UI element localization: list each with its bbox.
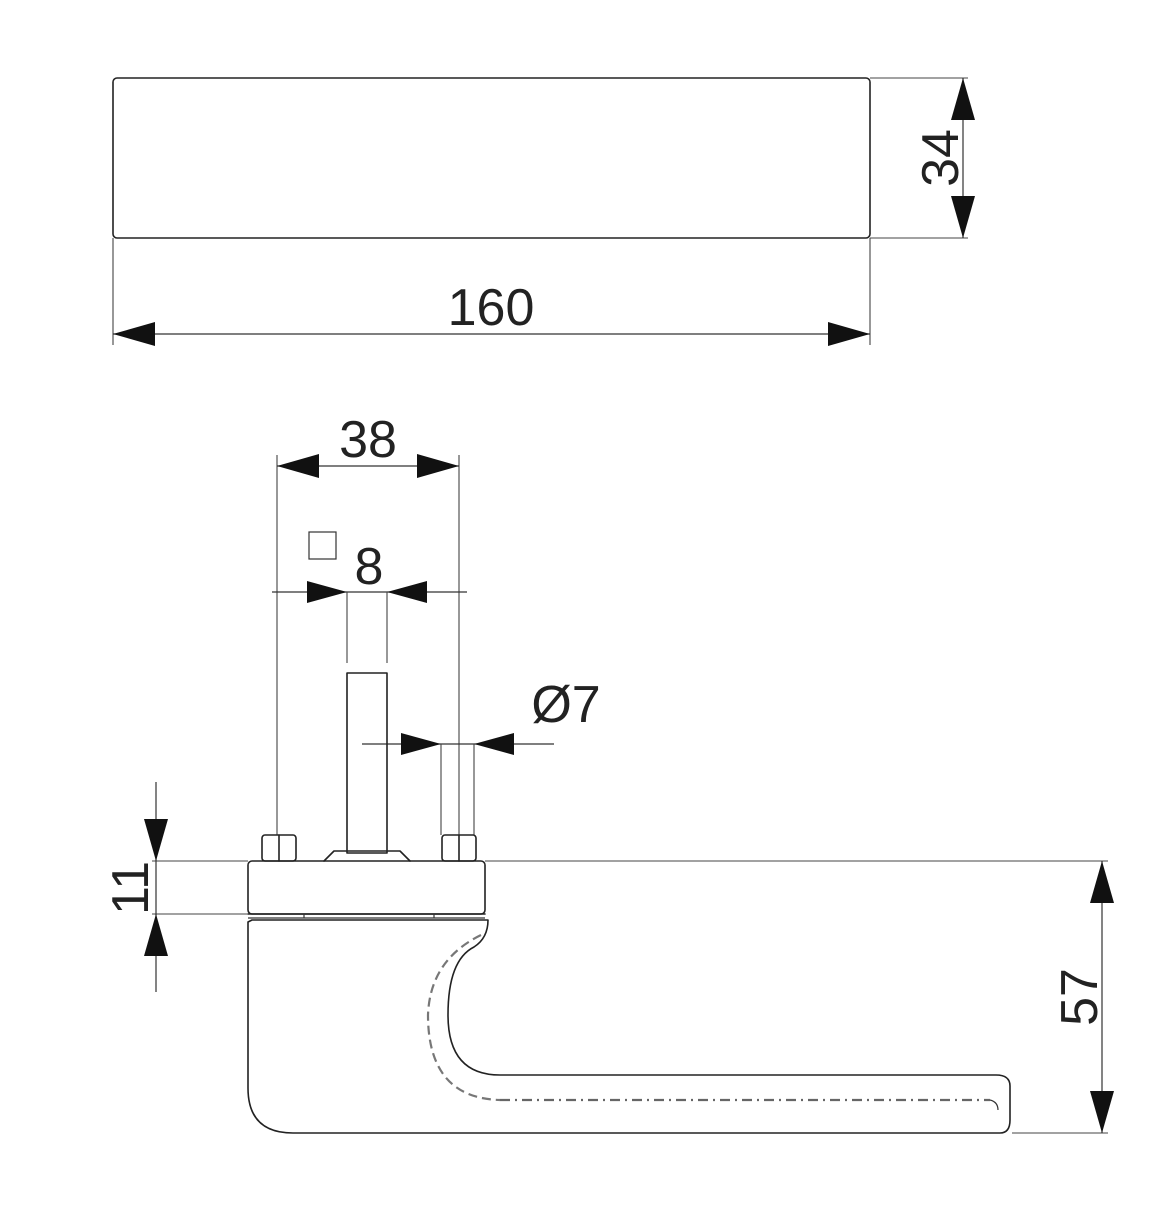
arrow-left-icon [277,454,319,478]
square-section-icon [308,531,337,560]
arrow-up-icon [951,78,975,120]
arrow-left-icon [113,322,155,346]
spindle-collar [323,850,411,862]
arrow-up-icon [1090,861,1114,903]
dimension-label-34: 34 [912,129,970,187]
dimension-spindle-square: 8 [272,531,467,663]
top-view: 160 34 [112,77,975,346]
dimension-screw-diameter: Ø7 [362,676,601,835]
side-view: 38 8 Ø7 [102,411,1114,1134]
dimension-length: 160 [113,279,870,346]
handle-lever [247,919,1011,1134]
arrow-right-icon [401,733,441,755]
dimension-label-8: 8 [355,538,384,596]
dimension-label-38: 38 [339,411,397,469]
dimension-label-11: 11 [102,861,160,915]
dimension-width: 34 [912,78,975,238]
dimension-rose-spacing: 38 [276,411,460,835]
dimension-handle-projection: 57 [1012,861,1114,1134]
arrow-right-icon [307,581,347,603]
arrow-up-icon [144,914,168,956]
handle-hidden-curve [426,934,501,1102]
arrow-left-icon [474,733,514,755]
arrow-right-icon [828,322,870,346]
arrow-left-icon [387,581,427,603]
dimension-label-57: 57 [1051,968,1109,1026]
arrow-down-icon [951,196,975,238]
arrow-down-icon [1090,1091,1114,1133]
dimension-rose-thickness: 11 [102,782,168,992]
dimension-label-diameter: Ø7 [531,676,600,734]
arrow-down-icon [144,819,168,861]
spindle [346,672,388,854]
top-view-outline [112,77,871,239]
rose-plate [247,860,486,915]
dimension-label-160: 160 [448,279,535,337]
arrow-right-icon [417,454,459,478]
